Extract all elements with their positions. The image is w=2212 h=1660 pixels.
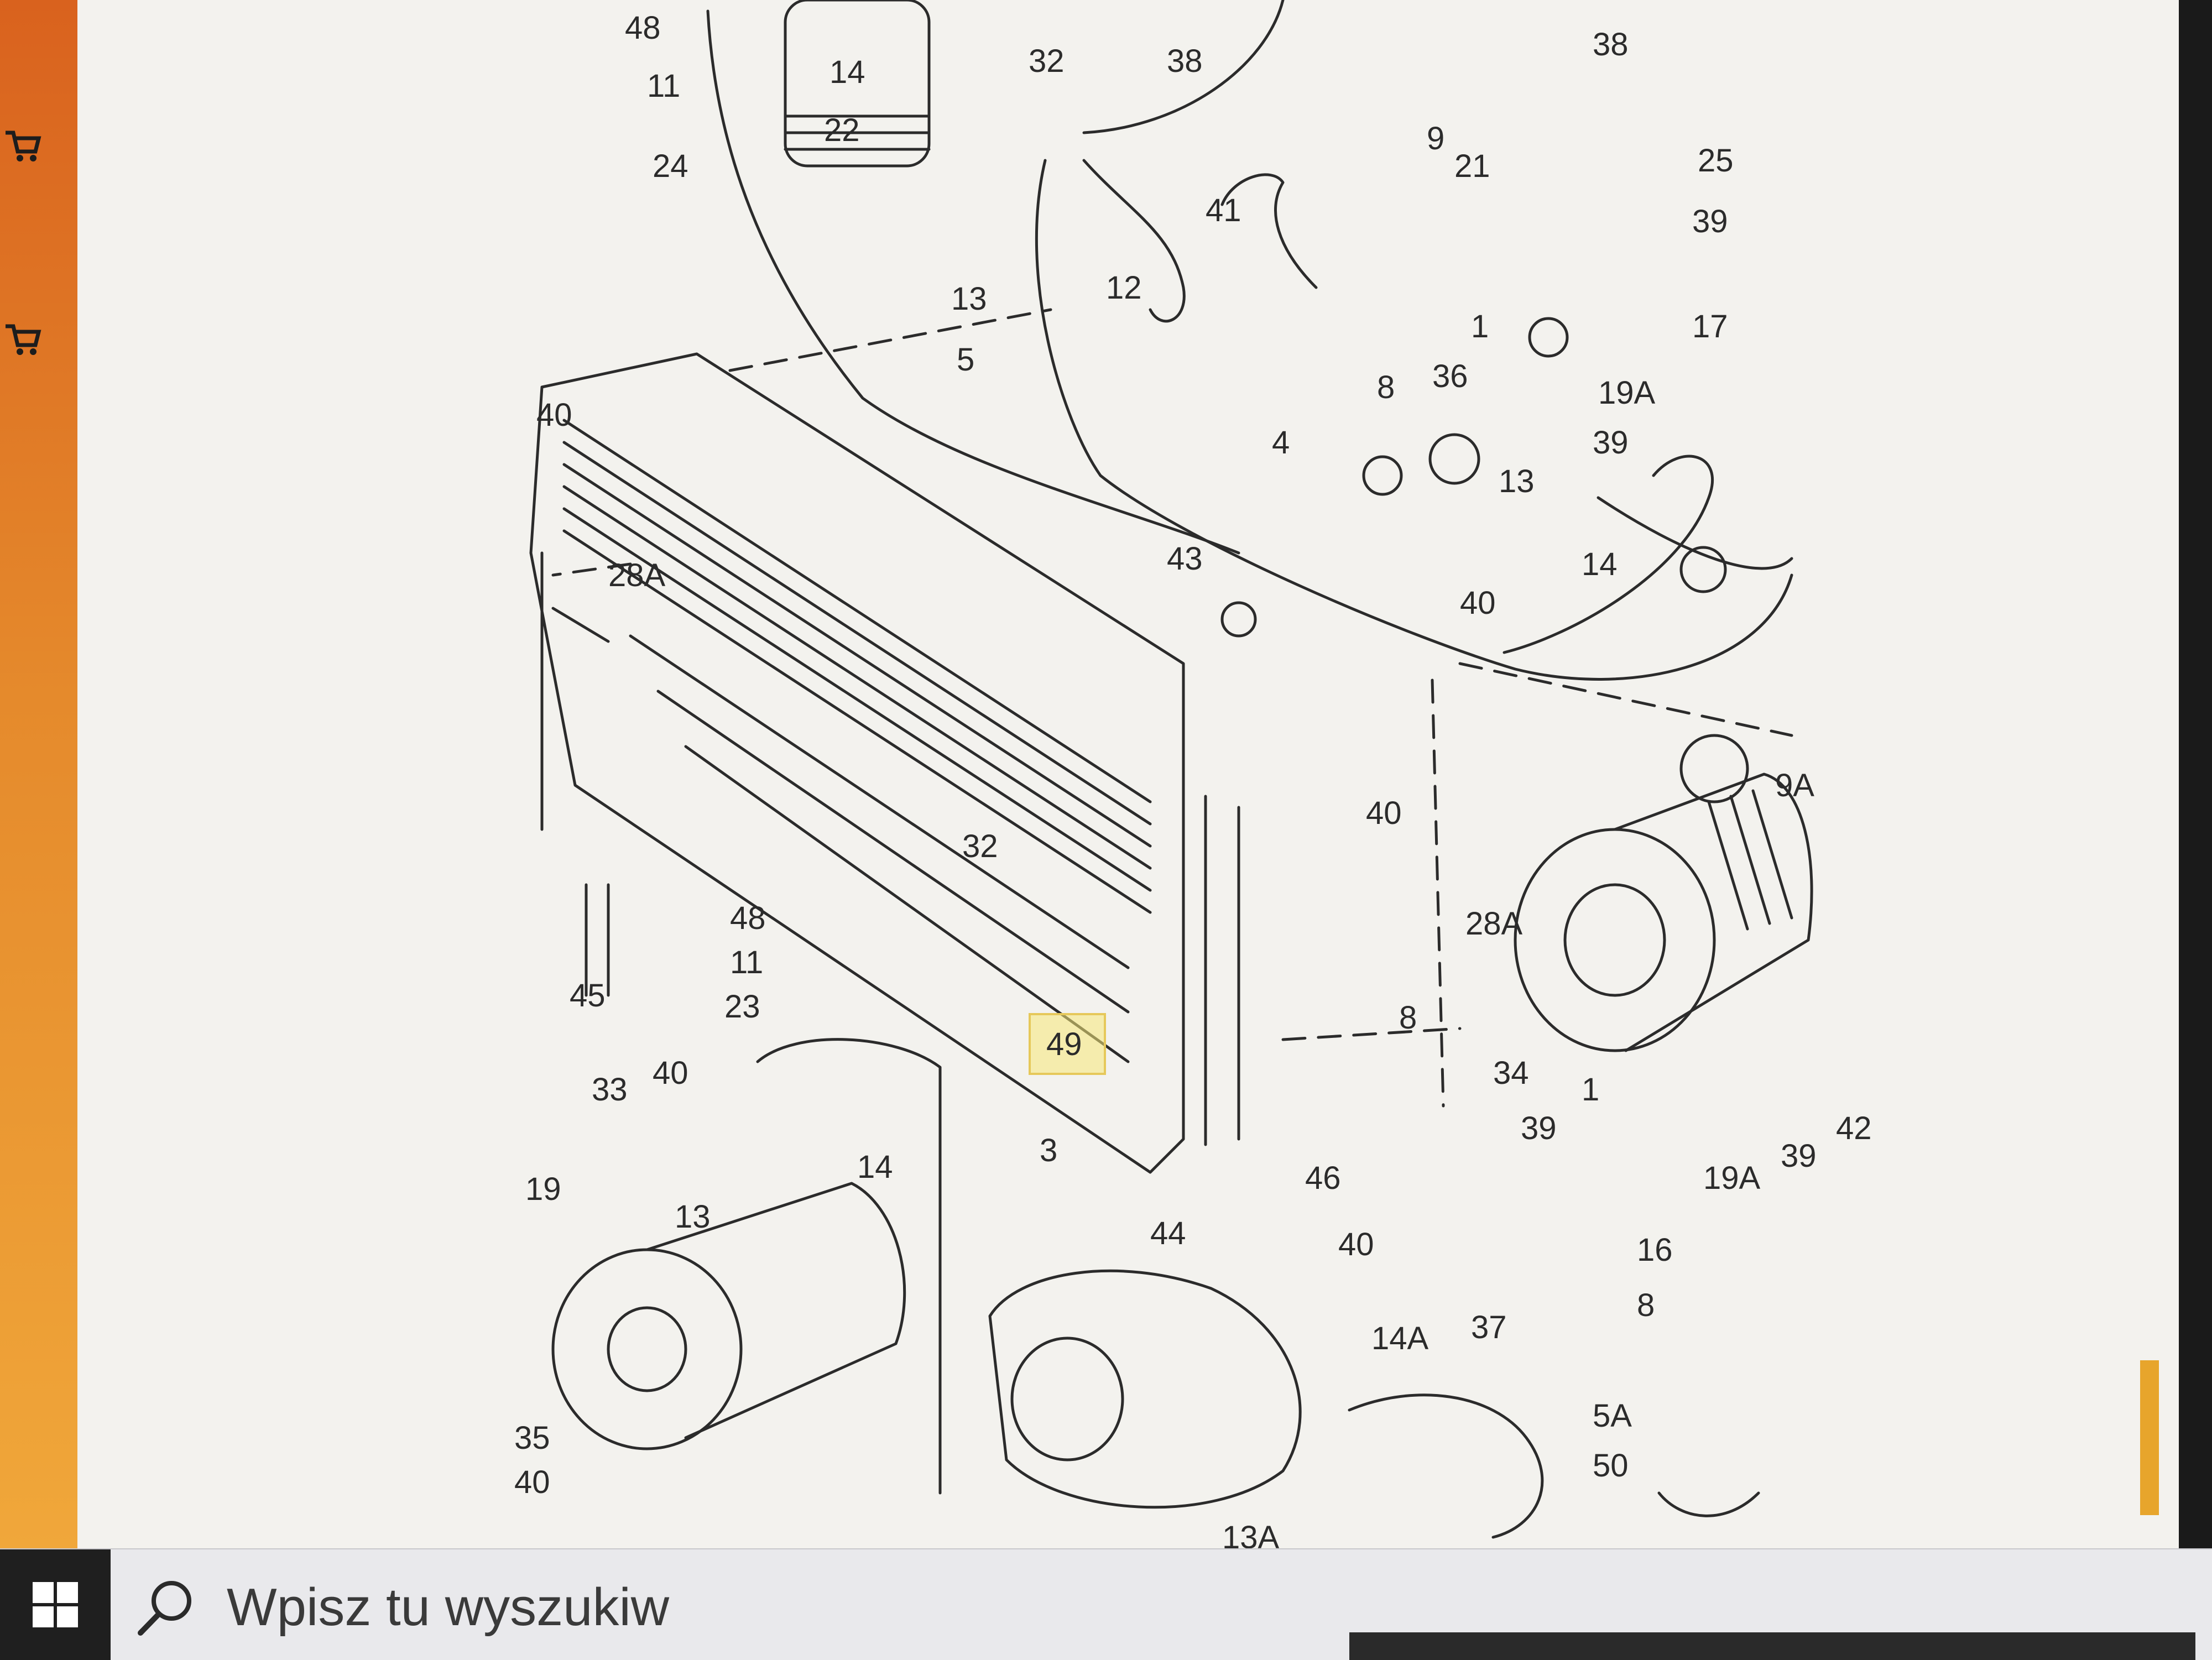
svg-text:1: 1 xyxy=(1471,309,1489,344)
highlighted-part-number: 49 xyxy=(1046,1026,1082,1062)
app-sidebar xyxy=(0,0,77,1548)
svg-text:40: 40 xyxy=(536,397,572,433)
svg-text:39: 39 xyxy=(1593,425,1629,461)
svg-text:14: 14 xyxy=(830,54,865,90)
svg-text:28A: 28A xyxy=(608,557,666,593)
svg-text:13: 13 xyxy=(1499,463,1535,499)
svg-text:40: 40 xyxy=(514,1464,550,1500)
svg-text:39: 39 xyxy=(1692,203,1728,239)
svg-text:34: 34 xyxy=(1493,1055,1529,1091)
svg-text:13: 13 xyxy=(951,281,987,317)
svg-text:17: 17 xyxy=(1692,309,1728,344)
svg-text:39: 39 xyxy=(1781,1138,1817,1174)
svg-text:24: 24 xyxy=(653,148,688,184)
cart-icon[interactable] xyxy=(3,127,42,166)
windows-taskbar: Wpisz tu wyszukiw xyxy=(0,1548,2212,1660)
ac-parts-diagram: 48 11 24 14 22 32 38 38 9 21 25 39 17 41… xyxy=(514,0,1872,1548)
svg-text:48: 48 xyxy=(730,900,766,936)
svg-text:19A: 19A xyxy=(1703,1160,1761,1196)
svg-text:32: 32 xyxy=(1029,43,1065,79)
search-placeholder: Wpisz tu wyszukiw xyxy=(227,1578,670,1637)
svg-text:11: 11 xyxy=(730,944,763,980)
svg-text:8: 8 xyxy=(1377,369,1395,405)
svg-text:5: 5 xyxy=(957,342,974,378)
svg-text:32: 32 xyxy=(962,828,998,864)
svg-text:12: 12 xyxy=(1106,270,1142,306)
svg-text:13: 13 xyxy=(675,1199,711,1235)
svg-text:45: 45 xyxy=(570,978,606,1014)
svg-text:43: 43 xyxy=(1167,541,1203,577)
windows-icon xyxy=(33,1582,78,1627)
parts-diagram-viewer: 48 11 24 14 22 32 38 38 9 21 25 39 17 41… xyxy=(77,0,2179,1548)
svg-text:5A: 5A xyxy=(1593,1398,1632,1434)
svg-text:33: 33 xyxy=(592,1072,628,1108)
svg-text:41: 41 xyxy=(1206,192,1241,228)
start-button[interactable] xyxy=(0,1549,111,1660)
svg-text:25: 25 xyxy=(1698,143,1734,179)
scroll-accent xyxy=(2140,1360,2159,1515)
svg-text:4: 4 xyxy=(1272,425,1290,461)
svg-text:14A: 14A xyxy=(1371,1320,1429,1356)
svg-text:14: 14 xyxy=(1582,546,1618,582)
svg-text:19: 19 xyxy=(525,1171,561,1207)
svg-text:23: 23 xyxy=(724,989,760,1025)
svg-text:38: 38 xyxy=(1167,43,1203,79)
svg-text:3: 3 xyxy=(1040,1132,1057,1168)
svg-text:11: 11 xyxy=(647,68,680,104)
taskbar-app-area xyxy=(1349,1632,2195,1660)
svg-text:1: 1 xyxy=(1582,1072,1599,1108)
svg-text:14: 14 xyxy=(857,1149,893,1185)
svg-text:48: 48 xyxy=(625,10,661,46)
taskbar-search-box[interactable]: Wpisz tu wyszukiw xyxy=(133,1566,1349,1649)
highlighted-part-callout[interactable]: 49 xyxy=(1029,1013,1106,1075)
svg-text:44: 44 xyxy=(1150,1215,1186,1251)
svg-text:16: 16 xyxy=(1637,1232,1673,1268)
svg-text:21: 21 xyxy=(1454,148,1490,184)
svg-text:8: 8 xyxy=(1399,1000,1417,1036)
svg-text:13A: 13A xyxy=(1222,1520,1280,1548)
svg-text:9: 9 xyxy=(1427,121,1444,156)
cart-icon[interactable] xyxy=(3,321,42,359)
svg-text:40: 40 xyxy=(1460,585,1496,621)
svg-text:42: 42 xyxy=(1836,1110,1872,1146)
svg-text:36: 36 xyxy=(1432,358,1468,394)
svg-text:50: 50 xyxy=(1593,1448,1629,1484)
svg-text:8: 8 xyxy=(1637,1287,1655,1323)
svg-text:19A: 19A xyxy=(1598,375,1656,411)
svg-text:39: 39 xyxy=(1521,1110,1557,1146)
svg-text:35: 35 xyxy=(514,1420,550,1456)
svg-text:40: 40 xyxy=(1366,795,1402,831)
svg-text:46: 46 xyxy=(1305,1160,1341,1196)
svg-text:38: 38 xyxy=(1593,27,1629,62)
svg-text:22: 22 xyxy=(824,112,860,148)
svg-text:9A: 9A xyxy=(1775,768,1814,803)
svg-text:40: 40 xyxy=(1338,1226,1374,1262)
svg-text:28A: 28A xyxy=(1465,906,1523,942)
search-icon xyxy=(138,1581,191,1636)
svg-text:37: 37 xyxy=(1471,1309,1507,1345)
svg-text:40: 40 xyxy=(653,1055,688,1091)
